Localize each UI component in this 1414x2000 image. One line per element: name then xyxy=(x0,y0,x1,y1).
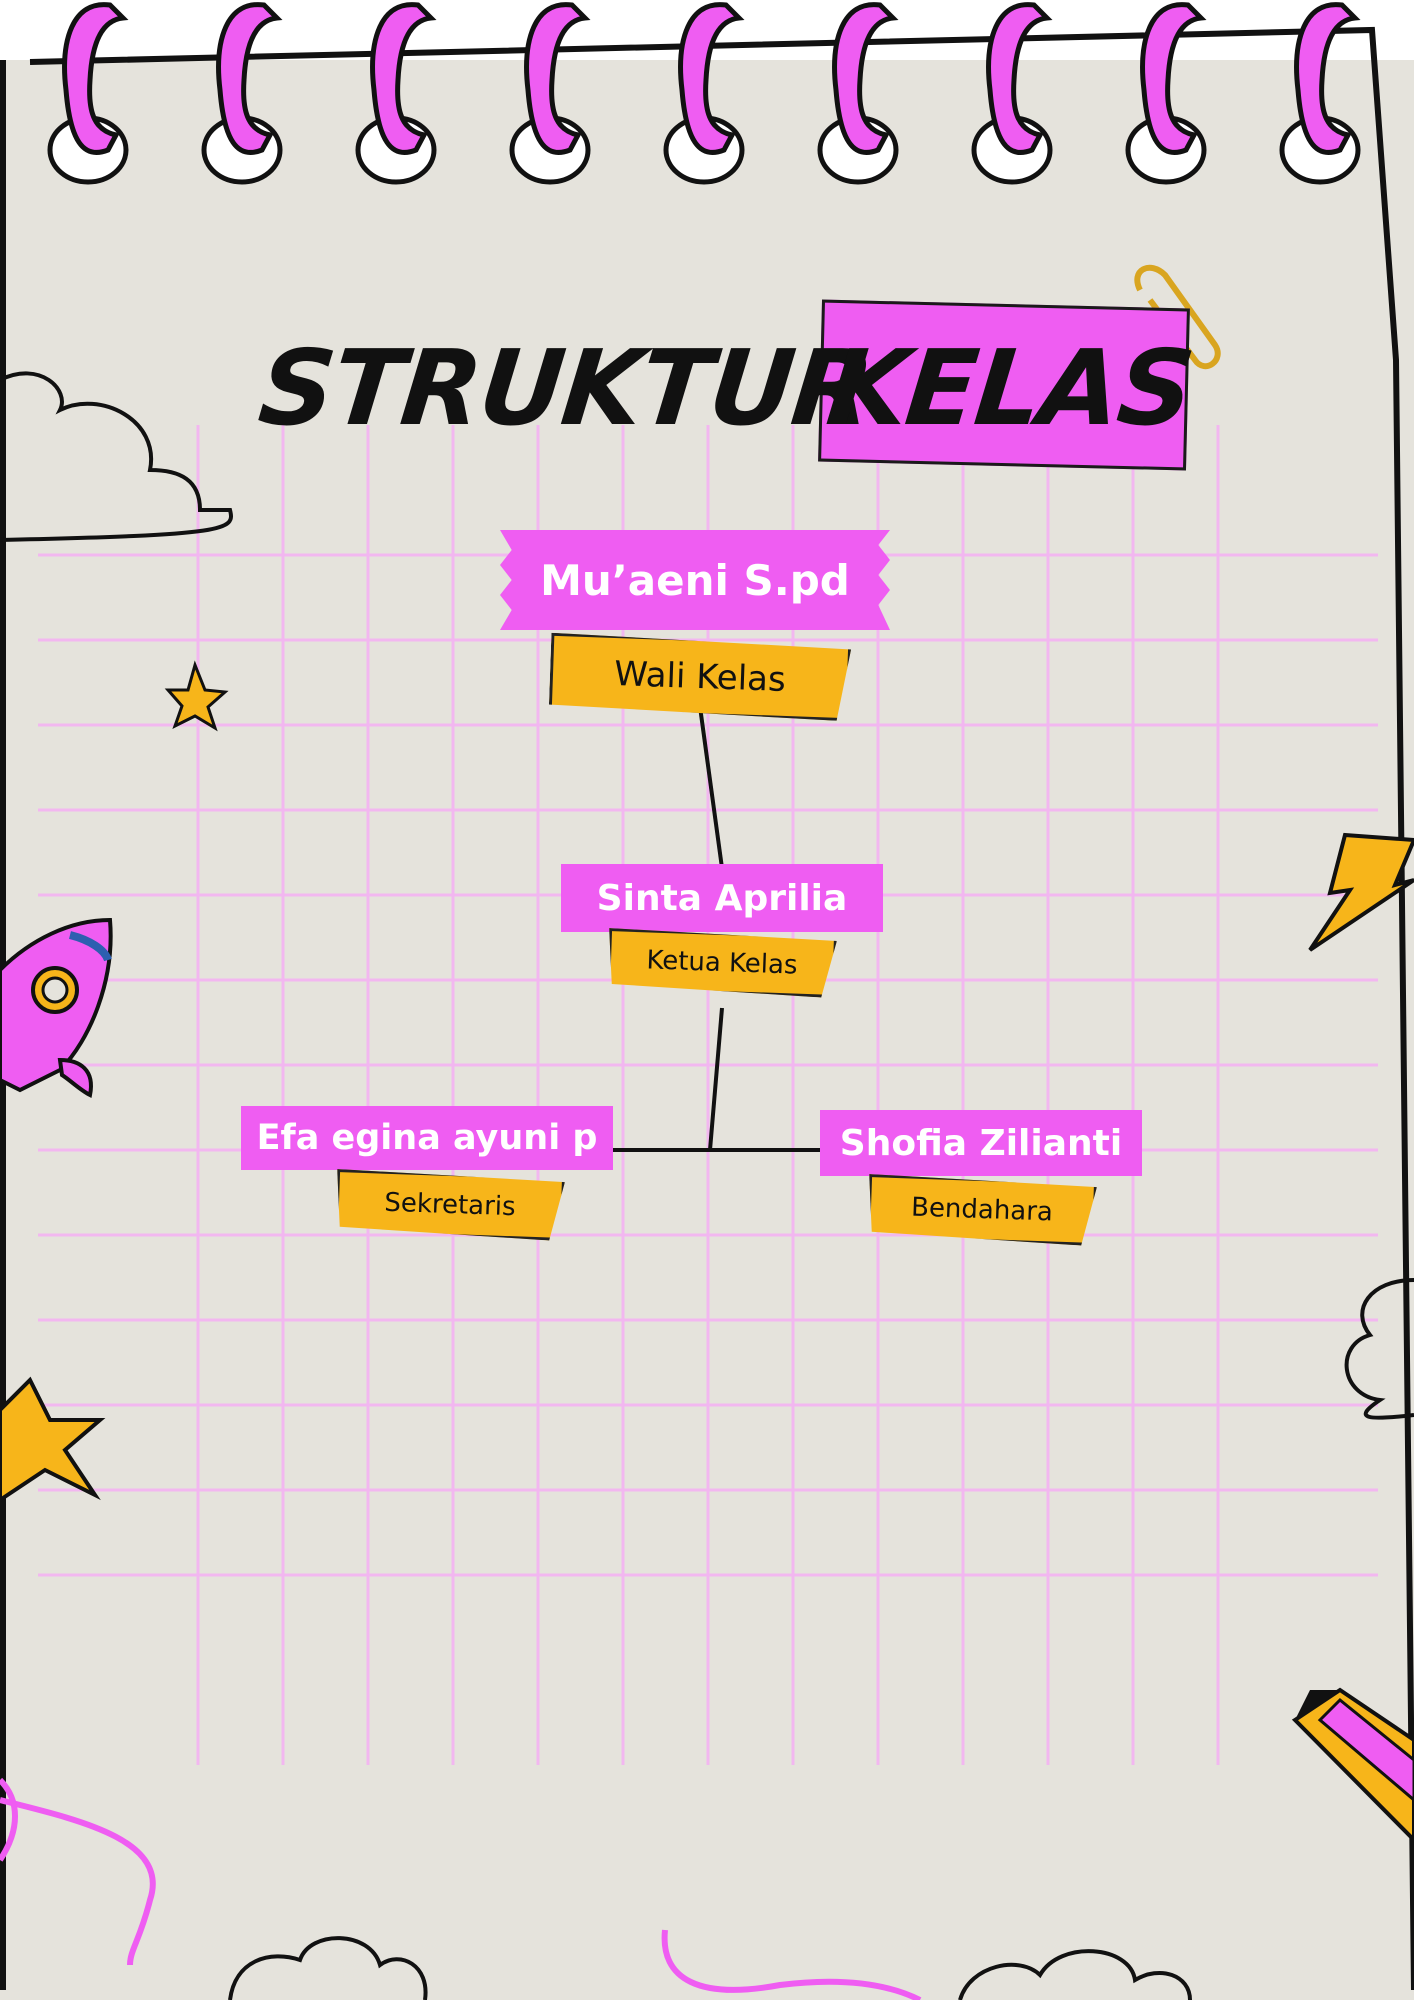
spiral-ring xyxy=(986,2,1053,155)
ketua-kelas-role-label: Ketua Kelas xyxy=(645,945,799,981)
wali-kelas-name: Mu’aeni S.pd xyxy=(500,530,890,630)
wali-kelas-role: Wali Kelas xyxy=(549,633,852,721)
pencil-icon xyxy=(1291,1687,1414,1843)
sekretaris-role: Sekretaris xyxy=(335,1169,565,1241)
title-word-2: KELAS xyxy=(821,327,1198,449)
spiral-ring xyxy=(62,2,129,155)
wali-kelas-role-label: Wali Kelas xyxy=(613,654,787,700)
title-word-1: STRUKTUR xyxy=(253,327,877,449)
bendahara-name: Shofia Zilianti xyxy=(820,1110,1142,1176)
cloud-icon xyxy=(0,371,233,542)
bendahara-role-label: Bendahara xyxy=(910,1192,1054,1228)
spiral-ring xyxy=(524,2,591,155)
cloud-icon xyxy=(228,1936,1192,2000)
cloud-icon xyxy=(1344,1278,1414,1420)
paperclip-icon xyxy=(1134,264,1221,370)
spiral-binding-icon xyxy=(47,2,1361,185)
sekretaris-role-label: Sekretaris xyxy=(383,1187,517,1223)
star-icon xyxy=(0,1376,106,1503)
spiral-ring xyxy=(1294,2,1361,155)
spiral-ring xyxy=(216,2,283,155)
rocket-icon xyxy=(0,917,113,1098)
ketua-kelas-role: Ketua Kelas xyxy=(607,928,837,998)
sekretaris-name: Efa egina ayuni p xyxy=(241,1106,613,1170)
bendahara-role: Bendahara xyxy=(867,1174,1097,1246)
spiral-ring xyxy=(1140,2,1207,155)
star-icon xyxy=(164,660,229,732)
spiral-ring xyxy=(832,2,899,155)
spiral-ring xyxy=(370,2,437,155)
ketua-kelas-name: Sinta Aprilia xyxy=(561,864,883,932)
spiral-ring xyxy=(678,2,745,155)
lightning-icon xyxy=(1308,832,1414,952)
